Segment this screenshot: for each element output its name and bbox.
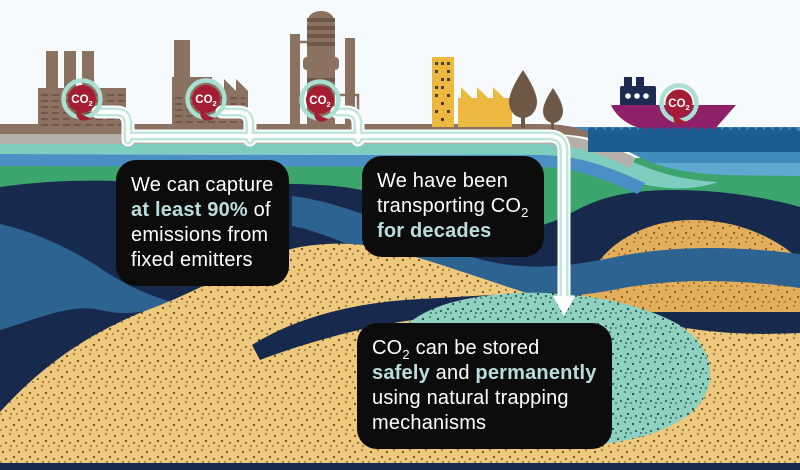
callout-capture: We can capture at least 90% of emissions… [116,160,289,286]
co2-badge-icon: CO2 [185,78,227,121]
callout-line: emissions from [131,224,269,246]
callout-line: using natural trapping [372,387,569,409]
callout-line: transporting CO2 [377,195,529,220]
callout-line: safely and permanently [372,362,597,384]
svg-text:CO2: CO2 [71,94,92,108]
waves [587,127,800,152]
callout-transport: We have been transporting CO2 for decade… [362,156,544,257]
callout-line: fixed emitters [131,249,253,271]
co2-badge-icon: CO2 [61,78,103,121]
callout-line: CO2 can be stored [372,337,540,362]
svg-text:CO2: CO2 [668,98,689,112]
mint-band [0,142,718,189]
steel-blue-layer-left [0,224,172,330]
co2-pipeline [91,105,575,316]
trees [509,70,563,130]
city-buildings [432,57,512,127]
callout-storage: CO2 can be stored safely and permanently… [357,323,612,449]
ship-funnel [636,77,644,87]
co2-badge-icon: CO2 [299,79,341,122]
svg-text:CO2: CO2 [309,95,330,109]
callout-line: We have been [377,170,509,192]
callout-line: mechanisms [372,412,487,434]
ship-funnel [624,77,632,87]
co2-badge-icon: CO2 [659,83,699,125]
callout-line: at least 90% of [131,199,271,221]
svg-text:CO2: CO2 [195,94,216,108]
callout-line: We can capture [131,174,274,196]
bottom-navy-strip [0,463,800,470]
co2-injection-arrow-icon [553,296,575,316]
callout-line: for decades [377,220,492,242]
